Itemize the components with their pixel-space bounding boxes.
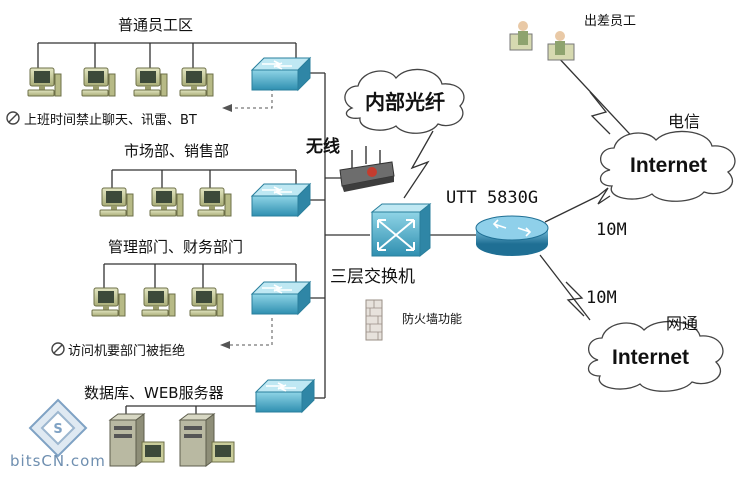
router-label: UTT 5830G	[446, 188, 539, 208]
pc-icon	[149, 187, 184, 217]
fiber-label: 内部光纤	[365, 90, 445, 114]
unicom-label: 网通	[666, 314, 699, 333]
bandwidth-bottom: 10M	[586, 288, 617, 308]
internet-label-top: Internet	[630, 154, 708, 177]
pc-icon	[133, 67, 168, 97]
block-icon	[6, 111, 20, 125]
cabling	[37, 42, 641, 420]
switch-icon	[251, 57, 311, 91]
pc-icon	[91, 287, 126, 317]
pc-icon	[179, 67, 214, 97]
zone-label-sales: 市场部、销售部	[124, 142, 230, 160]
switch-icon	[251, 183, 311, 217]
l3-switch-label: 三层交换机	[330, 267, 415, 287]
switch-icon	[255, 379, 315, 413]
switch-icon	[251, 281, 311, 315]
fiber-cloud	[344, 68, 465, 134]
zone-label-staff: 普通员工区	[118, 16, 194, 34]
telecom-label: 电信	[668, 112, 701, 131]
dashed-arrows	[230, 88, 273, 346]
bitscn-logo: S	[28, 398, 88, 458]
watermark-text: bitsCN.com	[10, 452, 106, 470]
arrow-head	[220, 341, 230, 349]
zone-label-servers: 数据库、WEB服务器	[84, 384, 224, 402]
pc-icon	[27, 67, 62, 97]
travel-staff-icon	[509, 21, 575, 61]
firewall-icon	[365, 299, 383, 341]
bandwidth-top: 10M	[596, 220, 627, 240]
mgmt-block-note: 访问机要部门被拒绝	[68, 344, 186, 359]
pc-icon	[141, 287, 176, 317]
router-icon	[475, 215, 549, 256]
travel-staff-label: 出差员工	[584, 14, 637, 29]
pc-icon	[99, 187, 134, 217]
wireless-ap-icon	[339, 146, 395, 192]
internet-label-bottom: Internet	[612, 346, 690, 369]
arrow-head	[222, 104, 232, 112]
pc-icon	[189, 287, 224, 317]
internet-cloud-unicom	[587, 320, 724, 392]
internet-cloud-telecom	[599, 130, 736, 202]
staff-block-note: 上班时间禁止聊天、讯雷、BT	[24, 113, 197, 128]
server-icon	[109, 413, 165, 467]
svg-text:S: S	[53, 422, 62, 437]
l3-switch-icon	[370, 202, 432, 258]
server-icon	[179, 413, 235, 467]
firewall-label: 防火墙功能	[402, 312, 463, 326]
block-icon	[51, 342, 65, 356]
wireless-label: 无线	[306, 137, 340, 157]
zone-label-mgmt: 管理部门、财务部门	[108, 238, 244, 256]
pc-icon	[81, 67, 116, 97]
pc-icon	[197, 187, 232, 217]
